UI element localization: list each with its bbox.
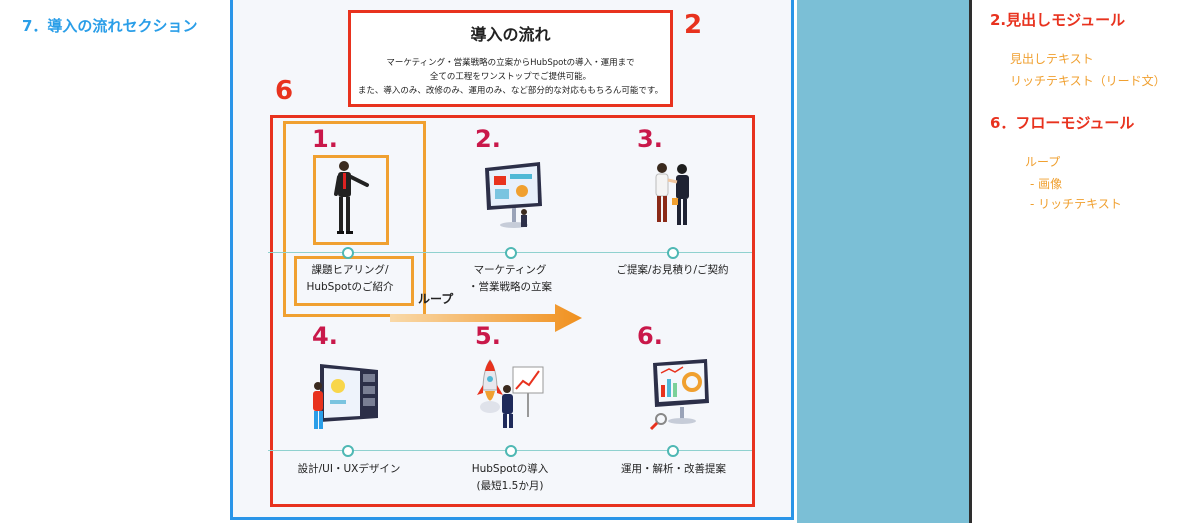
step-label-line: ・営業戦略の立案 — [468, 281, 552, 293]
monitor-strategy-icon — [485, 162, 542, 228]
lead-text: マーケティング・営業戦略の立案からHubSpotの導入・運用まで 全ての工程をワ… — [348, 56, 673, 98]
step-label: マーケティング ・営業戦略の立案 — [448, 262, 572, 296]
step-label-line: 運用・解析・改善提案 — [621, 463, 726, 475]
flow-module-box[interactable] — [270, 115, 755, 507]
section-label: 7．導入の流れセクション — [22, 17, 198, 35]
step-label-line: HubSpotのご紹介 — [306, 281, 394, 293]
step-label-line: 課題ヒアリング/ — [311, 264, 389, 276]
timeline-dot — [667, 247, 679, 259]
step-label-line: (最短1.5か月) — [476, 480, 544, 492]
lead-line: マーケティング・営業戦略の立案からHubSpotの導入・運用まで — [386, 58, 635, 68]
loop-label: ループ — [418, 292, 454, 306]
heading-module-box[interactable] — [348, 10, 673, 107]
step-label: 課題ヒアリング/ HubSpotのご紹介 — [288, 262, 412, 296]
teal-column — [797, 0, 969, 523]
loop-item-box[interactable] — [283, 121, 426, 317]
loop-text-box[interactable] — [294, 256, 414, 306]
timeline-dot — [342, 445, 354, 457]
module-item: リッチテキスト（リード文） — [1010, 74, 1166, 88]
step-label: 運用・解析・改善提案 — [606, 461, 741, 478]
loop-image-box[interactable] — [313, 155, 389, 245]
step-label-line: 設計/UI・UXデザイン — [297, 463, 401, 475]
timeline-dot — [505, 445, 517, 457]
heading-marker: 2 — [684, 10, 703, 40]
flow-marker: 6 — [275, 76, 294, 106]
step-label-line: マーケティング — [473, 264, 547, 276]
heading-module-title: 2.見出しモジュール — [990, 11, 1126, 29]
timeline-dot — [342, 247, 354, 259]
step-label: ご提案/お見積り/ご契約 — [600, 262, 745, 279]
step-number: 5. — [475, 322, 501, 350]
divider-line — [969, 0, 972, 523]
step-number: 1. — [312, 125, 338, 153]
timeline-dot — [667, 445, 679, 457]
design-board-icon — [313, 364, 378, 429]
timeline-dot — [505, 247, 517, 259]
rocket-launch-icon — [477, 359, 544, 428]
step-label-line: ご提案/お見積り/ご契約 — [616, 264, 729, 276]
flow-module-title: 6．フローモジュール — [990, 114, 1135, 132]
lead-line: 全ての工程をワンストップでご提供可能。 — [429, 72, 592, 82]
step-number: 3. — [637, 125, 663, 153]
loop-arrow-icon — [390, 304, 582, 332]
step-label: HubSpotの導入 (最短1.5か月) — [448, 461, 572, 495]
module-item: ループ — [1025, 155, 1061, 169]
analytics-monitor-icon — [649, 359, 709, 431]
lead-line: また、導入のみ、改修のみ、運用のみ、など部分的な対応ももちろん可能です。 — [357, 86, 664, 96]
module-item: - リッチテキスト — [1030, 197, 1122, 211]
step-label: 設計/UI・UXデザイン — [284, 461, 414, 478]
step-label-line: HubSpotの導入 — [471, 463, 549, 475]
step-number: 6. — [637, 322, 663, 350]
step-number: 4. — [312, 322, 338, 350]
heading-title: 導入の流れ — [470, 25, 551, 44]
step-number: 2. — [475, 125, 501, 153]
module-item: 見出しテキスト — [1010, 52, 1094, 66]
handshake-icon — [655, 163, 689, 225]
presenter-icon — [334, 161, 369, 234]
module-item: - 画像 — [1030, 177, 1063, 191]
